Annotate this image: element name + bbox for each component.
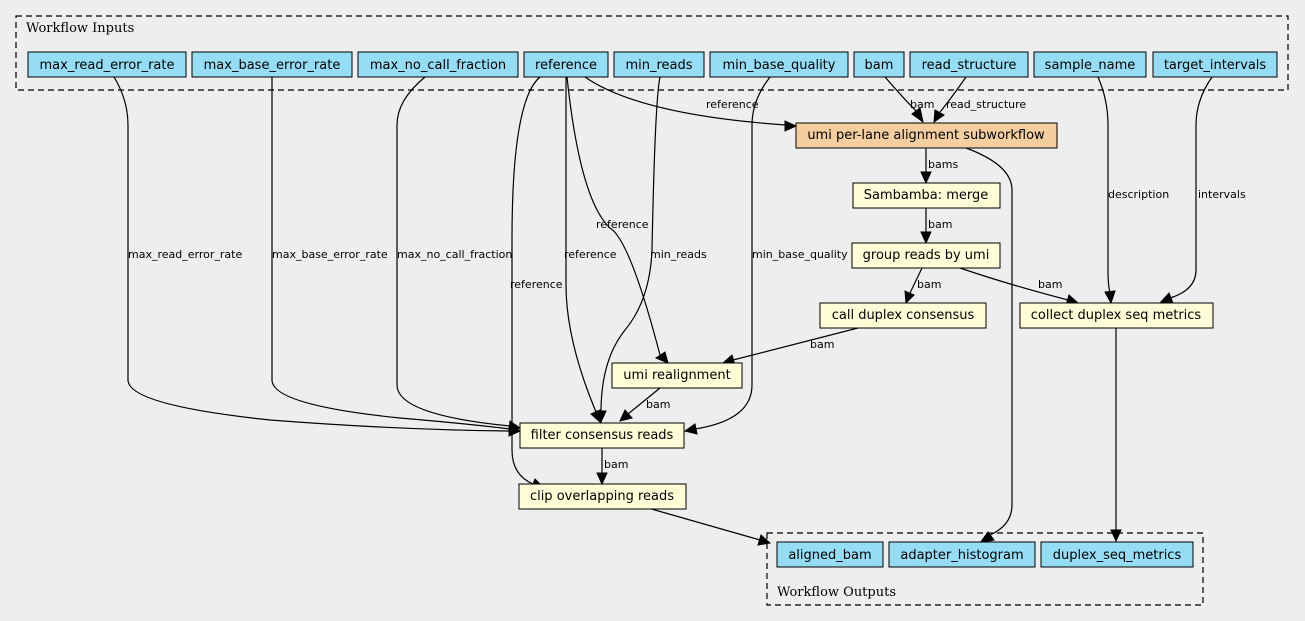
step-group-reads-by-umi[interactable]: group reads by umi <box>851 242 1001 269</box>
edge-label: bam <box>910 98 934 111</box>
node-label: duplex_seq_metrics <box>1053 548 1182 563</box>
edge-filter-to-clip: bam <box>596 448 628 486</box>
node-label: bam <box>865 58 894 73</box>
node-label: max_read_error_rate <box>40 58 175 73</box>
edge-label: min_base_quality <box>752 248 848 261</box>
edge-alignment-to-merge: bams <box>920 148 958 185</box>
node-label: umi realignment <box>623 368 730 383</box>
edge-label: min_reads <box>650 248 707 261</box>
edge-label: reference <box>510 278 563 291</box>
edge-group-to-collect: bam <box>959 267 1080 306</box>
step-umi-realignment[interactable]: umi realignment <box>611 362 743 389</box>
outputs-cluster-border <box>766 532 1204 606</box>
node-label: filter consensus reads <box>531 428 674 443</box>
node-label: max_no_call_fraction <box>370 58 506 73</box>
node-label: aligned_bam <box>788 548 871 563</box>
node-label: min_base_quality <box>723 58 836 73</box>
edge-label: max_base_error_rate <box>272 248 388 261</box>
edge-merge-to-group: bam <box>920 208 952 245</box>
outputs-cluster-label: Workflow Outputs <box>777 585 896 600</box>
edge-label: bam <box>810 338 834 351</box>
edge-max-no-call-fraction-to-filter: max_no_call_fraction <box>396 76 522 432</box>
edge-call-to-realignment: bam <box>721 327 859 366</box>
edge-label: reference <box>706 98 759 111</box>
edge-label: max_no_call_fraction <box>397 248 512 261</box>
input-target-intervals[interactable]: target_intervals <box>1152 51 1278 78</box>
edge-label: max_read_error_rate <box>128 248 242 261</box>
node-label: reference <box>535 58 597 73</box>
input-max-no-call-fraction[interactable]: max_no_call_fraction <box>357 51 519 78</box>
edge-sample-name-to-collect: description <box>1097 76 1169 305</box>
node-label: sample_name <box>1045 58 1136 73</box>
node-label: group reads by umi <box>863 248 990 263</box>
edge-label: bam <box>604 458 628 471</box>
node-label: call duplex consensus <box>832 308 975 323</box>
step-call-duplex-consensus[interactable]: call duplex consensus <box>819 302 987 329</box>
input-max-read-error-rate[interactable]: max_read_error_rate <box>27 51 187 78</box>
node-label: min_reads <box>625 58 692 73</box>
edge-label: reference <box>564 248 617 261</box>
output-duplex-seq-metrics[interactable]: duplex_seq_metrics <box>1040 541 1194 568</box>
step-umi-alignment-subworkflow[interactable]: umi per-lane alignment subworkflow <box>795 122 1058 149</box>
input-max-base-error-rate[interactable]: max_base_error_rate <box>191 51 353 78</box>
edge-bam-to-alignment: bam <box>884 76 934 124</box>
node-label: read_structure <box>922 58 1017 73</box>
edge-label: reference <box>596 218 649 231</box>
edge-min-reads-to-filter: min_reads <box>595 76 707 424</box>
edge-target-intervals-to-collect: intervals <box>1158 76 1246 304</box>
node-label: max_base_error_rate <box>204 58 341 73</box>
edge-label: intervals <box>1198 188 1246 201</box>
input-read-structure[interactable]: read_structure <box>909 51 1029 78</box>
inputs-cluster-label: Workflow Inputs <box>26 21 134 36</box>
output-aligned-bam[interactable]: aligned_bam <box>776 541 884 568</box>
edge-label: bam <box>928 218 952 231</box>
edge-clip-to-aligned-bam <box>647 507 772 546</box>
edge-label: bam <box>646 398 670 411</box>
node-label: adapter_histogram <box>900 548 1023 563</box>
edge-reference-to-realignment: reference <box>566 76 669 364</box>
edge-reference-to-filter: reference <box>564 77 617 424</box>
workflow-inputs-cluster: Workflow Inputs <box>15 15 1289 91</box>
node-label: clip overlapping reads <box>530 489 674 504</box>
step-clip-overlapping-reads[interactable]: clip overlapping reads <box>518 483 687 510</box>
input-min-reads[interactable]: min_reads <box>613 51 705 78</box>
step-collect-duplex-seq-metrics[interactable]: collect duplex seq metrics <box>1019 302 1214 329</box>
input-reference[interactable]: reference <box>523 51 609 78</box>
edge-label: read_structure <box>946 98 1026 111</box>
edge-collect-to-duplex-seq-metrics <box>1110 328 1122 543</box>
node-label: target_intervals <box>1164 58 1267 73</box>
edges: reference bam read_structure bams <box>113 76 1246 546</box>
inputs-cluster-border <box>15 15 1289 91</box>
input-bam[interactable]: bam <box>853 51 905 78</box>
workflow-outputs-cluster: Workflow Outputs <box>766 532 1204 606</box>
step-filter-consensus-reads[interactable]: filter consensus reads <box>519 422 685 449</box>
edge-label: bam <box>1038 278 1062 291</box>
step-sambamba-merge[interactable]: Sambamba: merge <box>852 182 1001 209</box>
output-adapter-histogram[interactable]: adapter_histogram <box>888 541 1036 568</box>
node-label: Sambamba: merge <box>864 188 989 203</box>
edge-min-base-quality-to-filter: min_base_quality <box>683 76 848 435</box>
input-sample-name[interactable]: sample_name <box>1033 51 1147 78</box>
edge-label: description <box>1108 188 1169 201</box>
node-label: umi per-lane alignment subworkflow <box>807 128 1045 143</box>
input-min-base-quality[interactable]: min_base_quality <box>709 51 849 78</box>
edge-group-to-call: bam <box>904 267 941 305</box>
node-label: collect duplex seq metrics <box>1031 308 1202 323</box>
edge-label: bams <box>928 158 958 171</box>
edge-realignment-to-filter: bam <box>619 387 670 422</box>
edge-read-structure-to-alignment: read_structure <box>933 76 1026 124</box>
edge-label: bam <box>917 278 941 291</box>
